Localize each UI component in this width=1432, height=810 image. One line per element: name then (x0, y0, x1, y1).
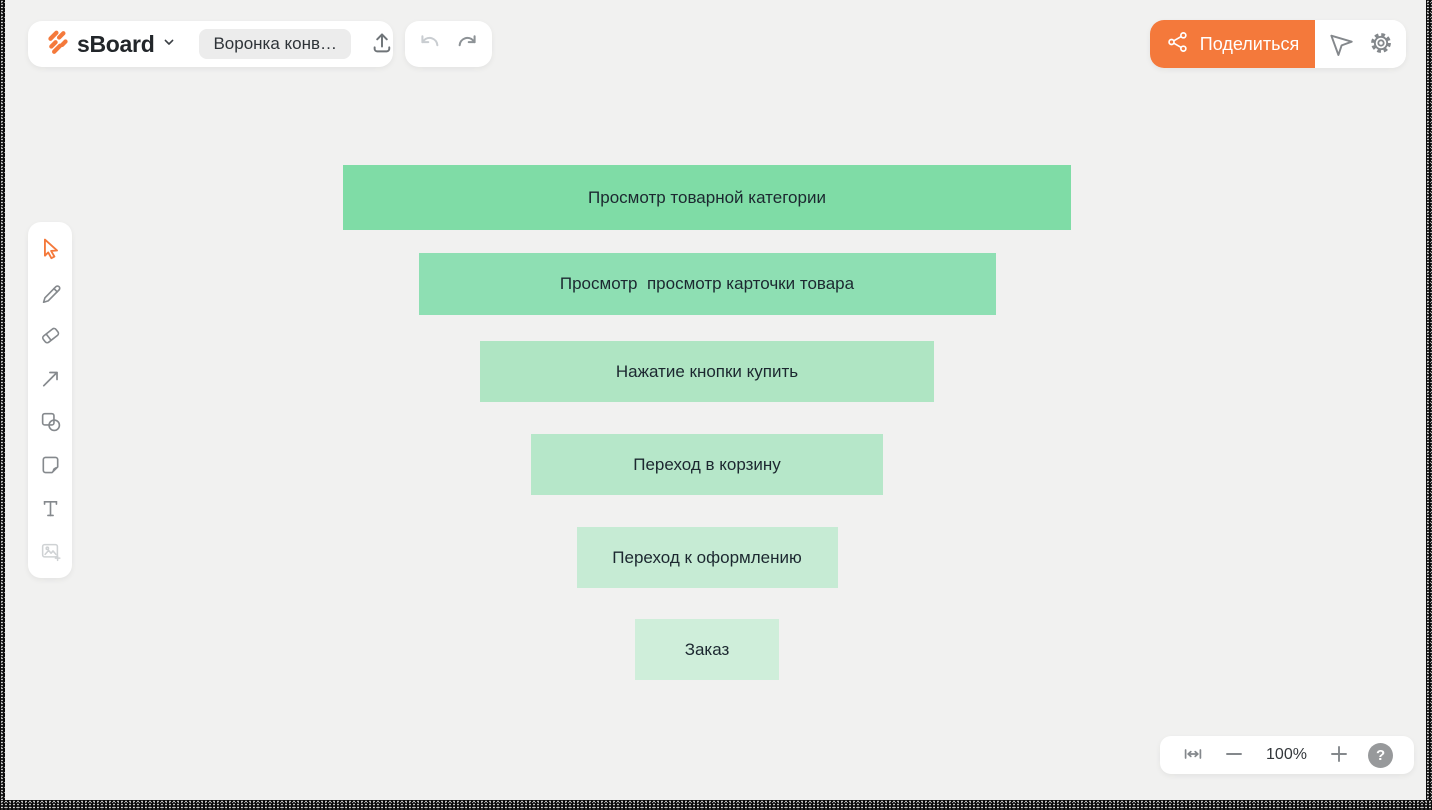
gear-icon (1367, 29, 1395, 60)
edge-noise-bottom (0, 800, 1432, 810)
arrow-icon (39, 367, 62, 390)
header-tools (1315, 20, 1406, 68)
board-title-input[interactable]: Воронка конв… (199, 29, 352, 59)
image-add-icon (39, 540, 62, 563)
edge-noise-right (1426, 0, 1432, 810)
select-tool-button[interactable] (33, 231, 67, 265)
fit-to-screen-button[interactable] (1181, 742, 1205, 769)
sboard-logo-icon (44, 29, 70, 60)
funnel-step-label: Переход в корзину (633, 454, 781, 474)
funnel-step-2[interactable]: Просмотр просмотр карточки товара (418, 253, 996, 315)
cursor-icon (38, 236, 62, 260)
funnel-step-label: Нажатие кнопки купить (615, 361, 799, 381)
history-panel (405, 21, 492, 67)
sticky-note-tool-button[interactable] (33, 448, 67, 482)
eraser-icon (39, 323, 62, 346)
zoom-in-button[interactable] (1327, 742, 1351, 769)
text-icon (39, 497, 62, 520)
redo-icon (454, 30, 480, 59)
help-button[interactable]: ? (1368, 742, 1394, 768)
funnel-step-6[interactable]: Заказ (635, 619, 779, 680)
question-mark-icon: ? (1376, 746, 1386, 764)
tools-panel (28, 222, 72, 578)
settings-button[interactable] (1367, 29, 1395, 60)
zoom-level: 100% (1266, 746, 1307, 763)
edge-noise-left (0, 0, 5, 810)
pencil-icon (39, 280, 62, 304)
pen-tool-button[interactable] (33, 275, 67, 309)
funnel-step-label: Просмотр товарной категории (588, 187, 826, 207)
eraser-tool-button[interactable] (33, 318, 67, 352)
fit-width-icon (1181, 742, 1205, 769)
pointer-tool-button[interactable] (1326, 28, 1356, 61)
chevron-down-icon (161, 34, 177, 55)
funnel-step-1[interactable]: Просмотр товарной категории (343, 165, 1071, 230)
plus-icon (1327, 742, 1351, 769)
shapes-tool-button[interactable] (33, 405, 67, 439)
minus-icon (1222, 742, 1246, 769)
redo-button[interactable] (454, 30, 480, 59)
undo-icon (417, 30, 443, 59)
upload-icon (369, 30, 395, 59)
zoom-out-button[interactable] (1222, 742, 1246, 769)
zoom-controls-panel: 100% ? (1160, 736, 1414, 774)
text-tool-button[interactable] (33, 491, 67, 525)
header-left-panel: sBoard Воронка конв… (28, 21, 393, 67)
funnel-step-label: Заказ (684, 639, 730, 659)
shapes-icon (39, 410, 62, 433)
share-button-label: Поделиться (1199, 33, 1300, 54)
funnel-step-label: Переход к оформлению (612, 547, 802, 567)
board-menu[interactable]: sBoard (44, 29, 177, 60)
image-tool-button[interactable] (33, 535, 67, 569)
funnel-step-label: Просмотр просмотр карточки товара (559, 274, 855, 293)
funnel-step-4[interactable]: Переход в корзину (531, 434, 883, 495)
undo-button[interactable] (417, 30, 443, 59)
sticky-note-icon (39, 453, 62, 476)
brand-wordmark: sBoard (77, 30, 155, 57)
share-icon (1166, 30, 1190, 59)
arrow-tool-button[interactable] (33, 361, 67, 395)
header-right-panel: Поделиться (1150, 20, 1406, 68)
pointer-icon (1326, 28, 1356, 61)
export-button[interactable] (369, 30, 395, 59)
funnel-step-5[interactable]: Переход к оформлению (576, 527, 838, 588)
share-button[interactable]: Поделиться (1150, 20, 1315, 68)
funnel-step-3[interactable]: Нажатие кнопки купить (480, 341, 934, 402)
